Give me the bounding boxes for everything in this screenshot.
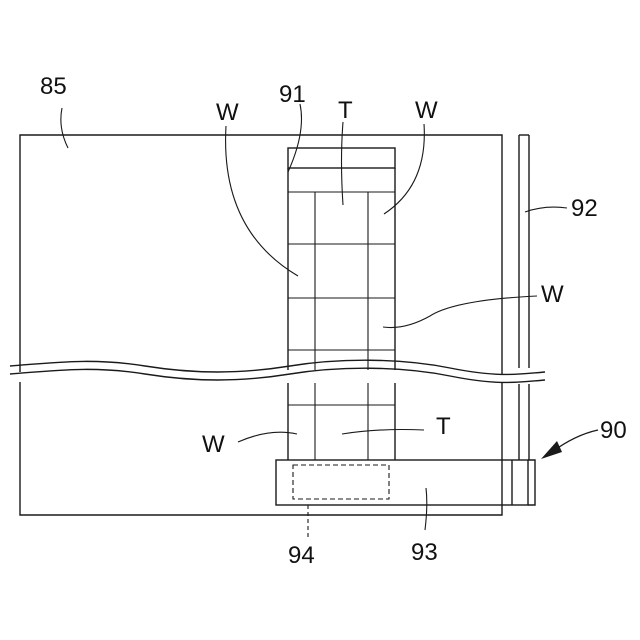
label-w-mid-right: W xyxy=(541,281,564,308)
break-line xyxy=(10,360,545,382)
label-t-top: T xyxy=(338,97,353,124)
sensor-94 xyxy=(293,465,389,499)
label-90: 90 xyxy=(600,417,627,444)
label-94: 94 xyxy=(288,542,315,569)
label-w-bottom-left: W xyxy=(202,431,225,458)
label-w-top-left: W xyxy=(216,99,239,126)
label-85: 85 xyxy=(40,73,67,100)
leader-lines xyxy=(61,104,567,538)
arrow-90 xyxy=(541,430,598,459)
label-91: 91 xyxy=(279,81,306,108)
chamber-85 xyxy=(20,135,502,515)
label-w-top-right: W xyxy=(415,97,438,124)
base-93 xyxy=(276,460,535,505)
cassette-91-lower xyxy=(288,383,395,460)
label-92: 92 xyxy=(571,195,598,222)
label-93: 93 xyxy=(411,539,438,566)
label-t-bottom: T xyxy=(436,413,451,440)
